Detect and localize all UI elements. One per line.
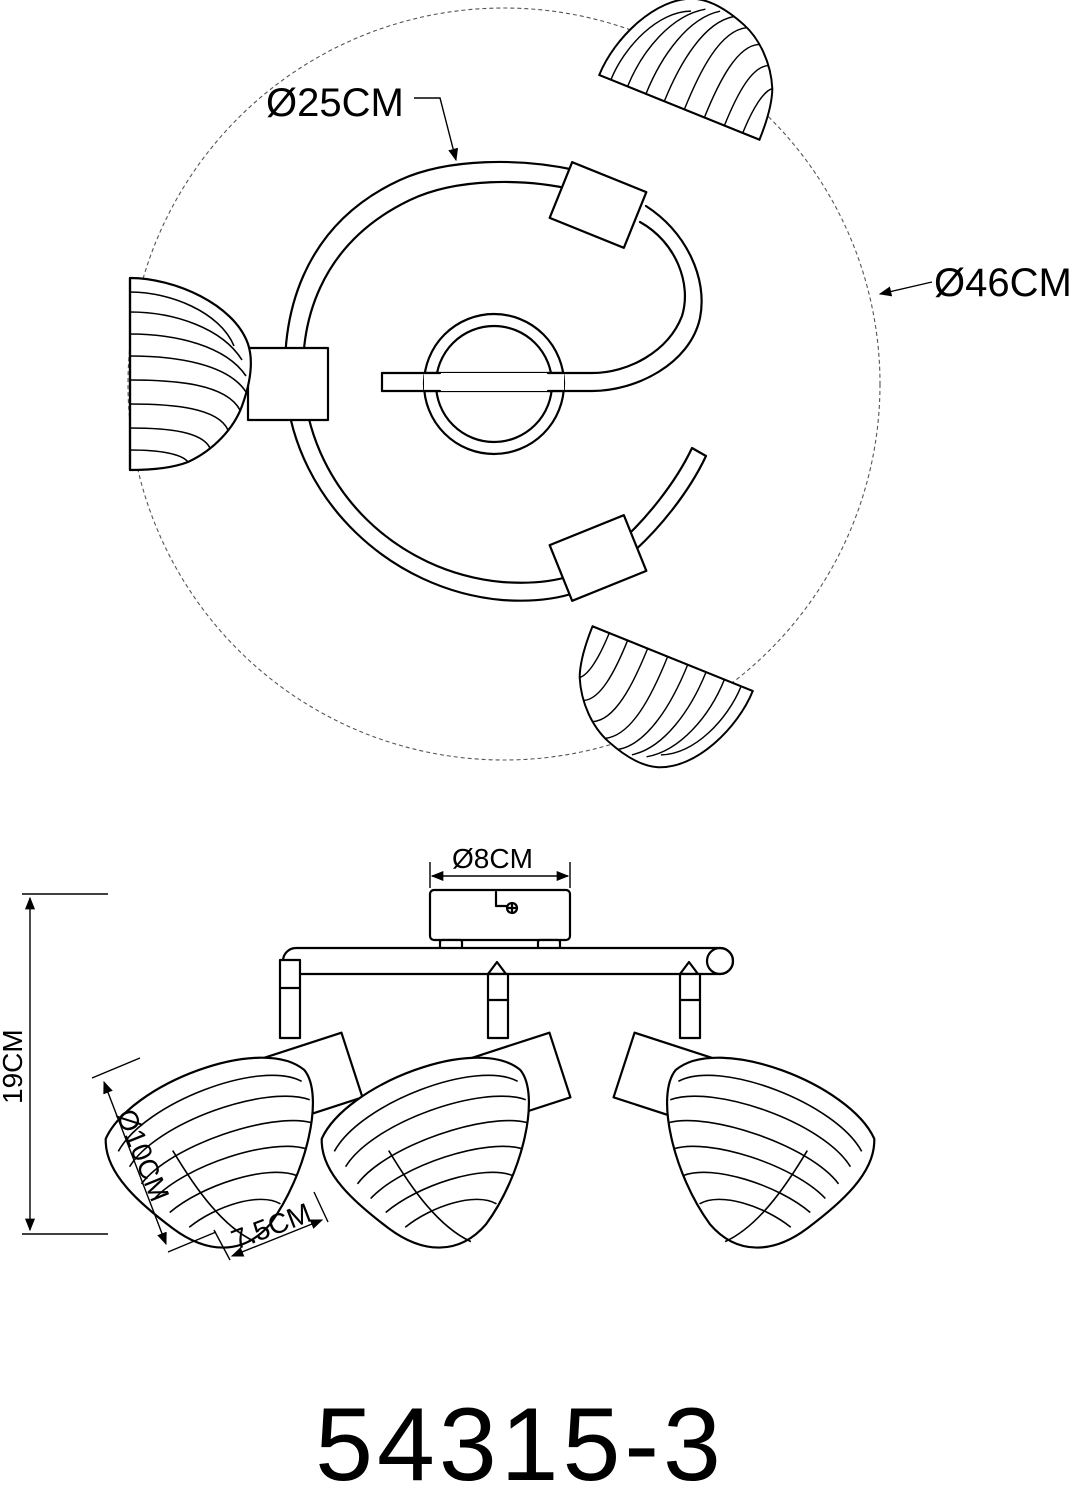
outer-span-circle	[127, 7, 881, 761]
model-number: 54315-3	[315, 1387, 725, 1503]
spot-bottom	[548, 514, 754, 793]
canopy-base	[428, 888, 572, 952]
spot-front-center	[306, 1031, 572, 1278]
ring-diameter-label: Ø25CM	[266, 81, 404, 125]
curved-arm-right	[380, 220, 687, 375]
top-view: Ø25CM Ø46CM	[127, 0, 1072, 793]
height-dim: 19CM	[0, 893, 108, 1235]
ring-diameter-dim: Ø25CM	[266, 81, 459, 162]
canopy-diameter-label: Ø8CM	[452, 843, 533, 874]
spot-front-right	[612, 1031, 890, 1278]
spot-left	[128, 276, 330, 472]
outer-diameter-dim: Ø46CM	[878, 261, 1072, 305]
height-label: 19CM	[0, 1029, 28, 1104]
curved-arm-tip	[614, 446, 708, 562]
stem-center	[486, 960, 510, 1040]
stem-left	[278, 958, 302, 1040]
spot-front-left	[90, 1031, 364, 1278]
horizontal-bar	[281, 946, 735, 976]
front-view: Ø8CM	[0, 843, 890, 1278]
canopy-diameter-dim: Ø8CM	[429, 843, 571, 888]
stem-right	[678, 960, 702, 1040]
curved-arm-right-inner	[380, 204, 703, 393]
spot-top-right	[548, 0, 802, 249]
outer-diameter-label: Ø46CM	[934, 261, 1072, 305]
